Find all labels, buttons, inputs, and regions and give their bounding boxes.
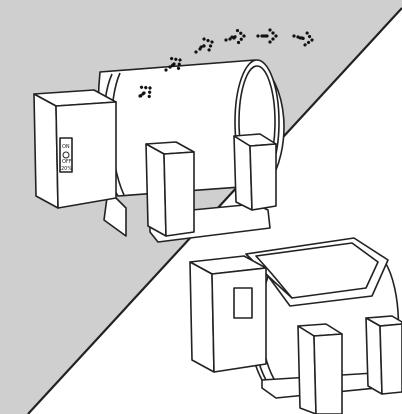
arrow-dot	[178, 58, 182, 62]
arrow-dot	[206, 38, 210, 43]
trail-dot	[202, 44, 206, 48]
support-bracket-left-side	[163, 151, 195, 237]
trail-dot	[300, 36, 304, 40]
support2-left-front	[297, 325, 317, 414]
trail-dot	[198, 47, 202, 51]
trail-dot	[224, 38, 228, 42]
arrow-dot	[268, 40, 272, 44]
trail-dot	[168, 65, 172, 69]
arrow-dot	[271, 37, 275, 41]
support2-right-side	[379, 323, 402, 395]
support2-left-side	[313, 333, 343, 414]
arrow-dot	[303, 43, 307, 47]
support-bracket-left-front	[145, 143, 167, 237]
arrow-dot	[271, 31, 275, 35]
trail-dot	[256, 34, 260, 38]
arrow-dot	[268, 28, 272, 32]
arrow-dot	[170, 56, 174, 61]
tray-inner	[255, 242, 379, 299]
arrow-dot	[177, 62, 181, 66]
dotted-arrows	[138, 28, 314, 99]
arrow-dot	[307, 34, 312, 39]
arrow-dot	[144, 86, 148, 90]
arrow-dot	[239, 37, 243, 41]
control-label-on: ON	[62, 144, 70, 150]
arrow-dot	[210, 40, 214, 44]
control-box-side	[55, 101, 117, 209]
control-label-off: OFF	[62, 159, 72, 165]
arrow-dot	[235, 28, 240, 33]
arrow-dot	[305, 31, 309, 35]
arrow-dot	[306, 40, 311, 45]
arrow-dot	[174, 57, 178, 61]
trail-dot	[164, 68, 168, 72]
panel-before: ON OFF 20%	[33, 59, 285, 243]
control-panel2	[233, 287, 253, 319]
trail-dot	[228, 37, 232, 41]
arrow-dot	[148, 86, 152, 90]
dotted-arrow	[199, 37, 214, 52]
control-box-front	[33, 93, 59, 209]
arrow-dot	[176, 66, 181, 70]
trail-dot	[264, 34, 268, 38]
arrow-dot	[147, 94, 151, 99]
trail-dot	[138, 94, 142, 98]
arrow-dot	[274, 34, 278, 38]
arrow-dot	[208, 44, 213, 48]
trail-dot	[142, 91, 146, 95]
trail-dot	[194, 50, 198, 54]
support-bracket-right-side	[249, 143, 277, 211]
control-box2-side	[211, 267, 267, 373]
trail-dot	[296, 35, 300, 39]
arrow-dot	[242, 34, 246, 38]
arrow-dot	[236, 40, 241, 45]
arrow-dot	[207, 48, 211, 52]
control-box2-front	[189, 261, 215, 373]
arrow-dot	[239, 31, 243, 35]
trail-dot	[260, 34, 264, 38]
machine-base-front	[103, 189, 127, 237]
arrow-dot	[310, 38, 314, 42]
dotted-arrow	[168, 56, 182, 70]
panel-after	[189, 237, 402, 414]
arrow-dot	[139, 85, 144, 89]
arrow-dot	[202, 37, 206, 41]
arrow-dot	[148, 90, 152, 94]
trail-dot	[172, 62, 176, 66]
trail-dot	[292, 34, 296, 38]
trail-dot	[232, 36, 236, 40]
control-dial	[62, 151, 70, 159]
control-label-percent: 20%	[61, 166, 72, 172]
